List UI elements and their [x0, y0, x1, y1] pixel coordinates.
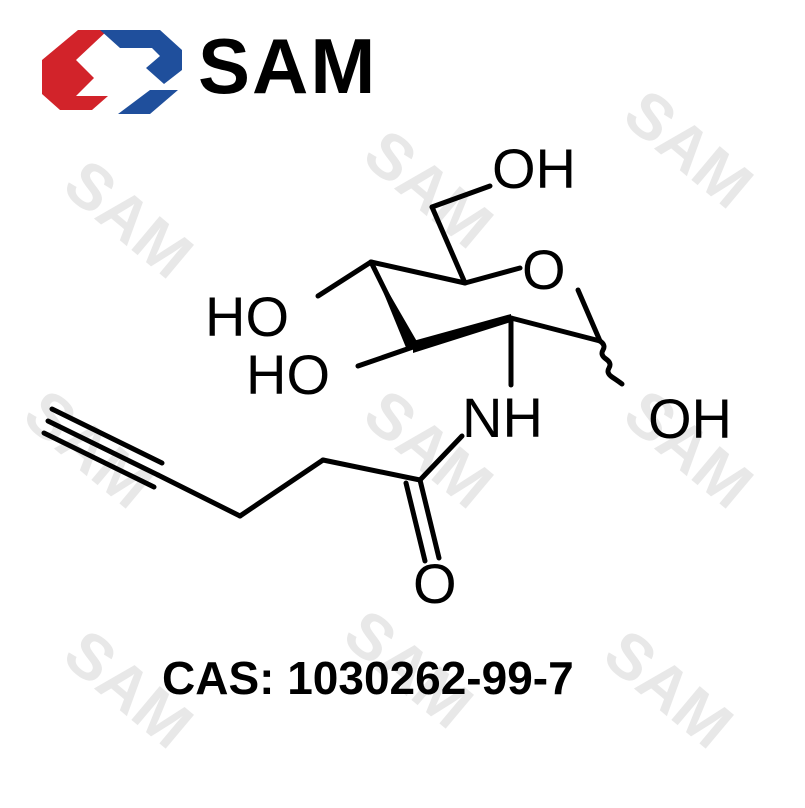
bond-c5-c4	[368, 259, 468, 286]
triple-bond-2	[49, 406, 165, 466]
cas-number: CAS: 1030262-99-7	[162, 652, 574, 704]
logo-mark-icon	[42, 30, 182, 114]
watermark-text: SAM	[591, 616, 746, 763]
bond-c2-c1	[508, 315, 603, 344]
bond-o-c1	[575, 287, 603, 344]
bond-c6-oh	[429, 183, 493, 210]
atom-labels: OH O HO HO OH NH O	[205, 137, 732, 615]
bond-c5-c6	[429, 204, 468, 286]
bond-c-ch2a	[320, 457, 423, 483]
wedge-c3-c2	[413, 314, 511, 353]
triple-bond-3	[41, 430, 157, 490]
triple-bond-1	[45, 418, 161, 478]
sam-logo: SAM	[42, 22, 377, 114]
logo-brand-text: SAM	[198, 22, 377, 110]
bond-c3-oh	[355, 344, 416, 369]
bond-co-2	[403, 480, 428, 564]
atom-oh-anomeric: OH	[648, 387, 732, 450]
atom-oh-ch2: OH	[492, 137, 576, 200]
logo-blue-chevron	[100, 30, 182, 114]
atom-carbonyl-o: O	[413, 552, 457, 615]
molecule-structure	[41, 183, 625, 564]
watermark-text: SAM	[11, 376, 166, 523]
wedge-c4-c3	[371, 262, 419, 350]
bond-c5-o	[462, 265, 523, 286]
watermark-text: SAM	[51, 146, 206, 293]
atom-ring-o: O	[522, 238, 566, 301]
watermark-text: SAM	[611, 76, 766, 223]
logo-red-chevron	[42, 30, 108, 110]
atom-ho-c4: HO	[205, 285, 289, 348]
atom-nh: NH	[462, 386, 543, 449]
bond-n-c	[417, 433, 465, 483]
wavy-bond-c1-oh	[597, 338, 625, 387]
bond-ch2a-ch2b	[237, 457, 326, 519]
atom-ho-c3: HO	[246, 343, 330, 406]
bond-ch2b-c	[155, 472, 243, 519]
bond-c4-oh	[315, 259, 374, 299]
bond-co-1	[417, 477, 442, 561]
